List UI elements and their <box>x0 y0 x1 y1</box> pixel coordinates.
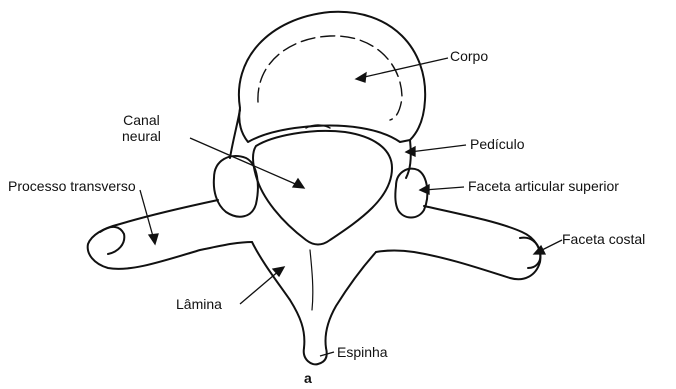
spinous-process-tip <box>304 348 327 364</box>
panel-letter: a <box>304 370 312 386</box>
arrow-corpo <box>356 73 366 82</box>
lamina-ridge <box>310 250 313 310</box>
label-canal-neural: Canal neural <box>122 112 161 144</box>
arrow-processo <box>149 234 158 244</box>
right-lamina <box>325 252 376 348</box>
arrow-faceta-costal <box>534 246 545 254</box>
leader-faceta-articular <box>424 187 464 190</box>
leader-lamina <box>240 270 280 304</box>
left-costal-tip <box>100 227 124 254</box>
right-articular-facet <box>395 169 427 218</box>
leader-corpo <box>360 58 448 78</box>
leader-pediculo <box>410 145 466 152</box>
label-faceta-articular-superior: Faceta articular superior <box>468 178 619 194</box>
right-pedicle <box>406 140 411 178</box>
arrow-faceta-articular <box>420 185 429 194</box>
label-pediculo: Pedículo <box>470 136 524 152</box>
label-faceta-costal: Faceta costal <box>562 231 645 247</box>
body-inner-rim <box>258 36 402 120</box>
arrow-canal <box>293 179 304 188</box>
left-transverse-process <box>88 200 252 269</box>
neural-canal-outline <box>253 131 392 245</box>
label-processo-transverso: Processo transverso <box>8 178 136 194</box>
label-espinha: Espinha <box>337 344 388 360</box>
label-corpo: Corpo <box>450 48 488 64</box>
right-transverse-process <box>376 206 540 279</box>
left-lamina <box>252 242 304 348</box>
vertebral-body-outline <box>239 12 425 142</box>
left-pedicle <box>230 110 240 158</box>
label-lamina: Lâmina <box>176 296 222 312</box>
leader-canal <box>190 138 300 186</box>
